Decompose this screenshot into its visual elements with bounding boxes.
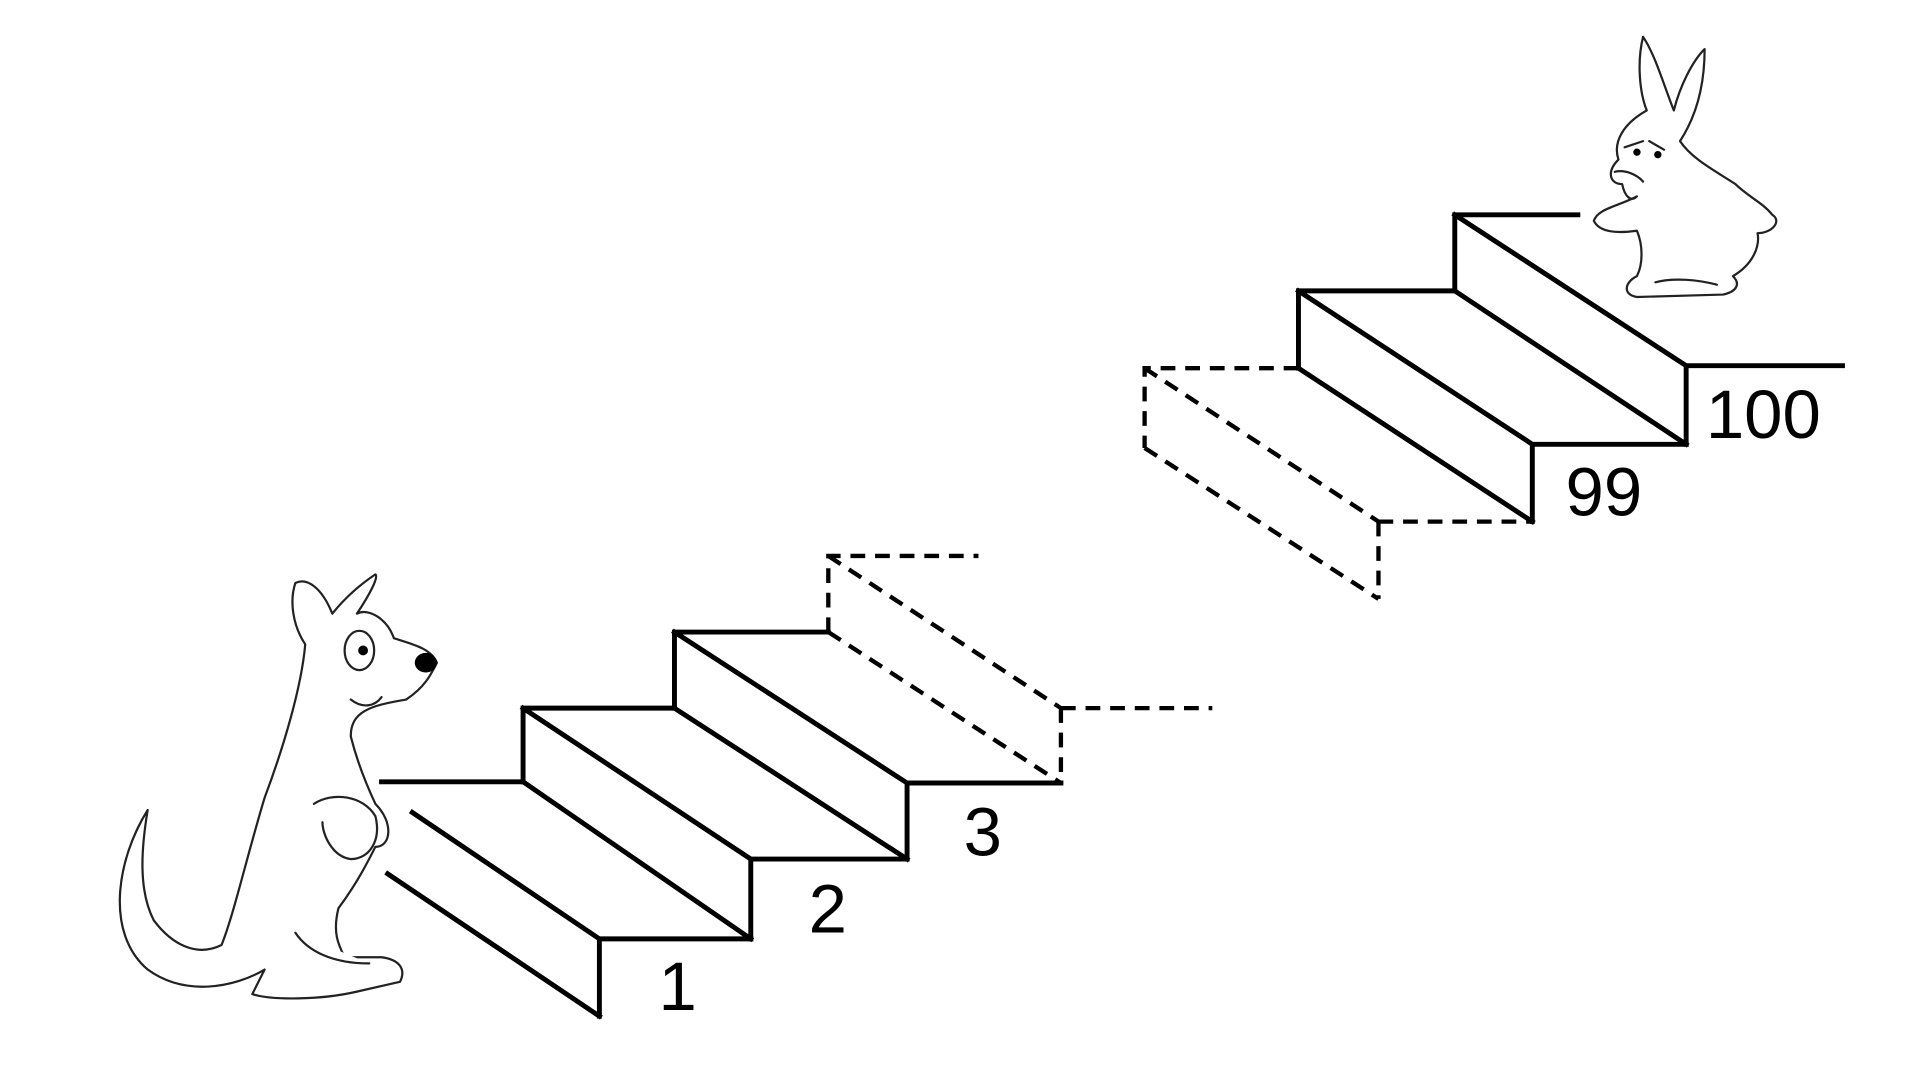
- kangaroo-illustration: [118, 573, 439, 1000]
- rabbit-illustration: [1592, 35, 1778, 299]
- step-label-99: 99: [1566, 454, 1643, 531]
- step-label-3: 3: [964, 793, 1002, 870]
- step-label-100: 100: [1706, 376, 1821, 453]
- upper-stairs: [1142, 211, 1845, 601]
- step-label-2: 2: [809, 871, 847, 948]
- step-label-1: 1: [658, 948, 696, 1025]
- lower-stairs: [379, 553, 1213, 1020]
